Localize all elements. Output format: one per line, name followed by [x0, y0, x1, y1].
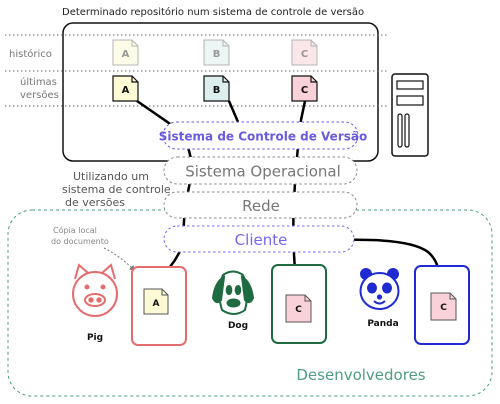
row-label-latest-line2: versões: [20, 90, 59, 101]
latest-doc-c: C: [291, 75, 318, 102]
pig-icon: [72, 263, 118, 317]
server-icon: [391, 73, 429, 157]
latest-doc-b: B: [203, 75, 230, 102]
row-label-history: histórico: [9, 48, 52, 60]
panda-icon: [359, 268, 400, 310]
layer-network-label: Rede: [242, 197, 280, 215]
latest-doc-a-letter: A: [122, 85, 130, 96]
history-doc-c: C: [291, 39, 318, 66]
developers-label: Desenvolvedores: [296, 366, 425, 384]
layer-client: Cliente: [163, 225, 355, 253]
local-copy-note-line1: Cópia local: [53, 225, 97, 235]
dog-doc-c: C: [285, 294, 312, 323]
pig-name: Pig: [87, 333, 103, 343]
layer-client-label: Cliente: [235, 231, 288, 249]
layer-os-label: Sistema Operacional: [185, 163, 341, 181]
dog-name: Dog: [228, 321, 248, 331]
row-label-latest-line1: últimas: [20, 76, 57, 88]
dog-doc-c-letter: C: [295, 305, 302, 315]
local-copy-note-line2: do documento: [51, 237, 109, 246]
diagram-title: Determinado repositório num sistema de c…: [62, 6, 364, 18]
using-text-line1: Utilizando um: [73, 170, 149, 183]
history-doc-c-letter: C: [301, 49, 308, 60]
history-doc-b-letter: B: [213, 49, 221, 60]
layer-os: Sistema Operacional: [163, 156, 358, 185]
latest-doc-c-letter: C: [301, 85, 308, 96]
layer-network: Rede: [163, 191, 358, 219]
layer-vcs-label: Sistema de Controle de Versão: [159, 130, 367, 144]
pig-doc-a-letter: A: [153, 299, 160, 309]
dog-icon: [211, 270, 255, 315]
history-doc-a-letter: A: [122, 49, 130, 60]
using-text-line2: sistema de controle: [62, 183, 171, 196]
panda-doc-c-letter: C: [440, 303, 447, 313]
latest-doc-a: A: [112, 75, 139, 102]
pig-doc-a: A: [143, 288, 169, 315]
history-doc-a: A: [112, 39, 139, 66]
line-doc-b: [227, 100, 240, 123]
latest-doc-b-letter: B: [213, 85, 221, 96]
panda-name: Panda: [367, 319, 398, 329]
using-text-line3: de versões: [65, 196, 125, 209]
layer-vcs: Sistema de Controle de Versão: [159, 121, 367, 150]
history-doc-b: B: [203, 39, 230, 66]
panda-doc-c: C: [430, 292, 457, 321]
